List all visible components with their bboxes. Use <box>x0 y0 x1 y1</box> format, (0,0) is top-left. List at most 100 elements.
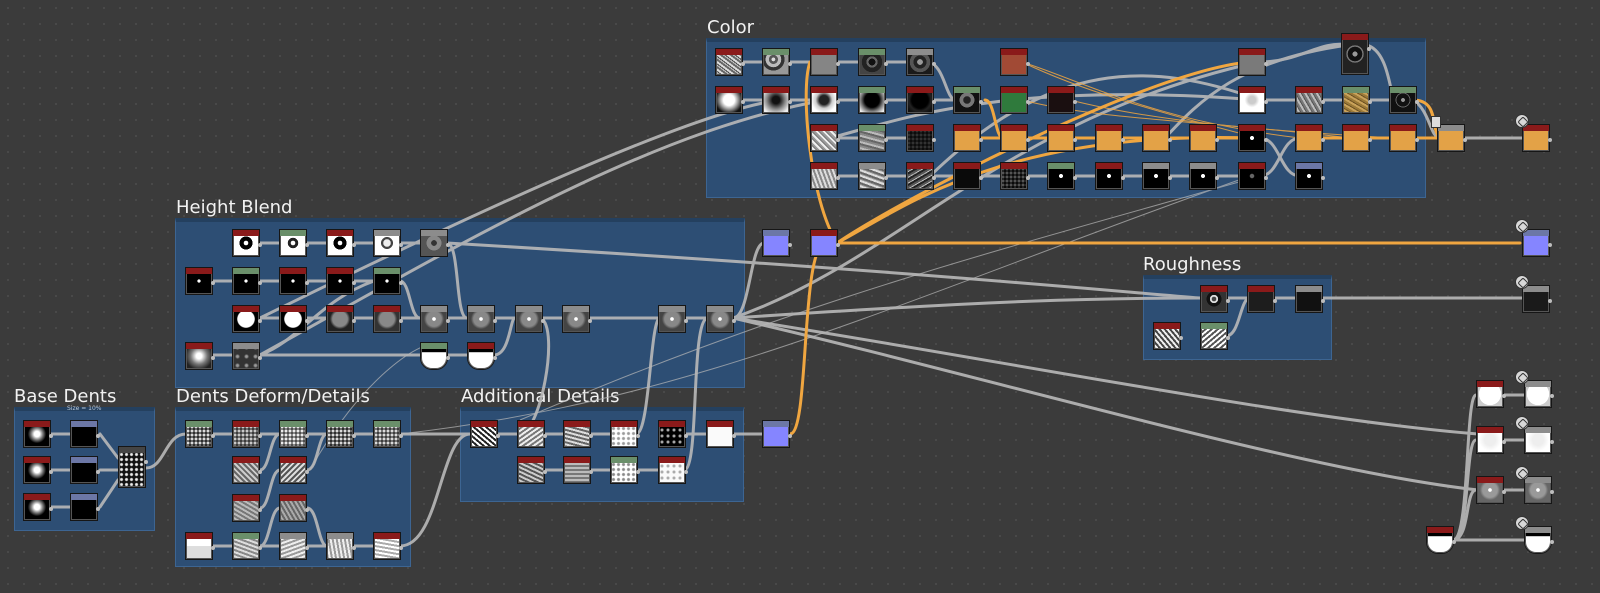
dd-node-white-bottom[interactable] <box>185 532 215 560</box>
dd-node-noise-2[interactable] <box>279 456 309 484</box>
output-node-2[interactable] <box>1524 426 1554 454</box>
color-node-orange-6[interactable] <box>1189 124 1219 152</box>
color-node-noise-8[interactable] <box>906 162 936 190</box>
rough-node-noise-1[interactable] <box>1153 322 1183 350</box>
color-node-noise-2[interactable] <box>762 48 792 76</box>
comment-tag[interactable] <box>1431 116 1441 128</box>
output-node-4[interactable] <box>1524 526 1554 554</box>
dd-node-scatter-5[interactable] <box>373 420 403 448</box>
rough-node-noise-2[interactable] <box>1200 322 1230 350</box>
dd-node-scatter-4[interactable] <box>326 420 356 448</box>
hb-node-gray-dot-2[interactable] <box>467 305 497 333</box>
color-node-dot-2[interactable] <box>1047 162 1077 190</box>
bd-node-blob-1[interactable] <box>23 420 53 448</box>
ad-node-noise-4[interactable] <box>517 456 547 484</box>
color-node-splat[interactable] <box>810 86 840 114</box>
hb-node-gray-blob-2[interactable] <box>373 305 403 333</box>
hb-node-soft-blob[interactable] <box>185 342 215 370</box>
bd-node-blob-2[interactable] <box>23 456 53 484</box>
color-node-dark-speck[interactable] <box>906 124 936 152</box>
ad-node-speck-white[interactable] <box>610 420 640 448</box>
dd-node-noise-3[interactable] <box>232 494 262 522</box>
hb-node-dot-5[interactable] <box>373 267 403 295</box>
output-node-3[interactable] <box>1524 476 1554 504</box>
dd-node-scatter-2[interactable] <box>232 420 262 448</box>
color-node-ring[interactable] <box>953 86 983 114</box>
dd-node-scatter-1[interactable] <box>185 420 215 448</box>
hb-node-dot-4[interactable] <box>326 267 356 295</box>
frame-additional-details[interactable] <box>460 407 744 502</box>
color-node-noise-3[interactable] <box>1295 86 1325 114</box>
output-icon[interactable] <box>1515 370 1529 384</box>
output-icon[interactable] <box>1515 275 1529 289</box>
ad-node-speck-white-3[interactable] <box>658 456 688 484</box>
bd-node-black-2[interactable] <box>70 456 100 484</box>
hb-node-dot-2[interactable] <box>232 267 262 295</box>
color-node-noise-6[interactable] <box>810 162 840 190</box>
hb-node-ring-3[interactable] <box>326 229 356 257</box>
hb-node-gray-dot-1[interactable] <box>420 305 450 333</box>
output-icon[interactable] <box>1515 516 1529 530</box>
hb-node-noise-ring[interactable] <box>420 229 450 257</box>
hb-node-white-blob-2[interactable] <box>279 305 309 333</box>
color-node-green[interactable] <box>1000 86 1030 114</box>
hb-node-gray-dot-6[interactable] <box>706 305 736 333</box>
hb-node-purple-1[interactable] <box>762 229 792 257</box>
bd-node-black-3[interactable] <box>70 493 100 521</box>
rc-node-gray-1[interactable] <box>1476 476 1506 504</box>
ad-node-white[interactable] <box>706 420 736 448</box>
hb-node-ring-1[interactable] <box>232 229 262 257</box>
color-node-speck[interactable] <box>1000 162 1030 190</box>
dd-node-noise-8[interactable] <box>373 532 403 560</box>
color-node-black-blob[interactable] <box>858 86 888 114</box>
ad-node-noise-2[interactable] <box>517 420 547 448</box>
ad-node-speck-black[interactable] <box>658 420 688 448</box>
hb-node-white-blob-1[interactable] <box>232 305 262 333</box>
hb-node-ring-2[interactable] <box>279 229 309 257</box>
rough-node-dark-2[interactable] <box>1295 285 1325 313</box>
color-node-dot-6[interactable] <box>1238 162 1268 190</box>
bd-node-blob-3[interactable] <box>23 493 53 521</box>
color-node-white-blob[interactable] <box>1238 86 1268 114</box>
output-icon[interactable] <box>1515 416 1529 430</box>
hb-node-noise-tile[interactable] <box>232 342 262 370</box>
hb-node-ring-4[interactable] <box>373 229 403 257</box>
color-node-rust[interactable] <box>1000 48 1030 76</box>
output-node-basecolor[interactable] <box>1522 124 1552 152</box>
hb-node-purple-2[interactable] <box>810 229 840 257</box>
dd-node-noise-5[interactable] <box>232 532 262 560</box>
output-node-1[interactable] <box>1524 380 1554 408</box>
color-node-noise-4[interactable] <box>810 124 840 152</box>
color-node-dot-3[interactable] <box>1095 162 1125 190</box>
color-node-orange-8[interactable] <box>1342 124 1372 152</box>
color-node-black[interactable] <box>906 86 936 114</box>
bd-node-scatter[interactable] <box>118 446 148 488</box>
bd-node-black-1[interactable] <box>70 420 100 448</box>
dd-node-noise-4[interactable] <box>279 494 309 522</box>
color-node-orange-4[interactable] <box>1095 124 1125 152</box>
color-node-gold-noise[interactable] <box>1342 86 1372 114</box>
rc-node-half-white[interactable] <box>1426 526 1456 554</box>
output-icon[interactable] <box>1515 219 1529 233</box>
dd-node-noise-7[interactable] <box>326 532 356 560</box>
color-node-dot-7[interactable] <box>1295 162 1325 190</box>
rough-node-ring[interactable] <box>1200 285 1230 313</box>
color-node-orange-9[interactable] <box>1389 124 1419 152</box>
output-icon[interactable] <box>1515 114 1529 128</box>
dd-node-noise-6[interactable] <box>279 532 309 560</box>
hb-node-gray-dot-5[interactable] <box>658 305 688 333</box>
hb-node-gray-blob-1[interactable] <box>326 305 356 333</box>
color-node-ring-dark-2[interactable] <box>906 48 936 76</box>
color-node-ring-2[interactable] <box>1389 86 1419 114</box>
color-node-dot-5[interactable] <box>1189 162 1219 190</box>
color-node-orange-10[interactable] <box>1437 124 1467 152</box>
rough-node-dark-1[interactable] <box>1247 285 1277 313</box>
ad-node-speck-white-2[interactable] <box>610 456 640 484</box>
output-icon[interactable] <box>1515 466 1529 480</box>
color-node-dot-4[interactable] <box>1142 162 1172 190</box>
color-node-gray-2[interactable] <box>1238 48 1268 76</box>
color-node-blob[interactable] <box>715 86 745 114</box>
hb-node-gray-dot-4[interactable] <box>562 305 592 333</box>
output-node-roughness[interactable] <box>1522 285 1552 313</box>
